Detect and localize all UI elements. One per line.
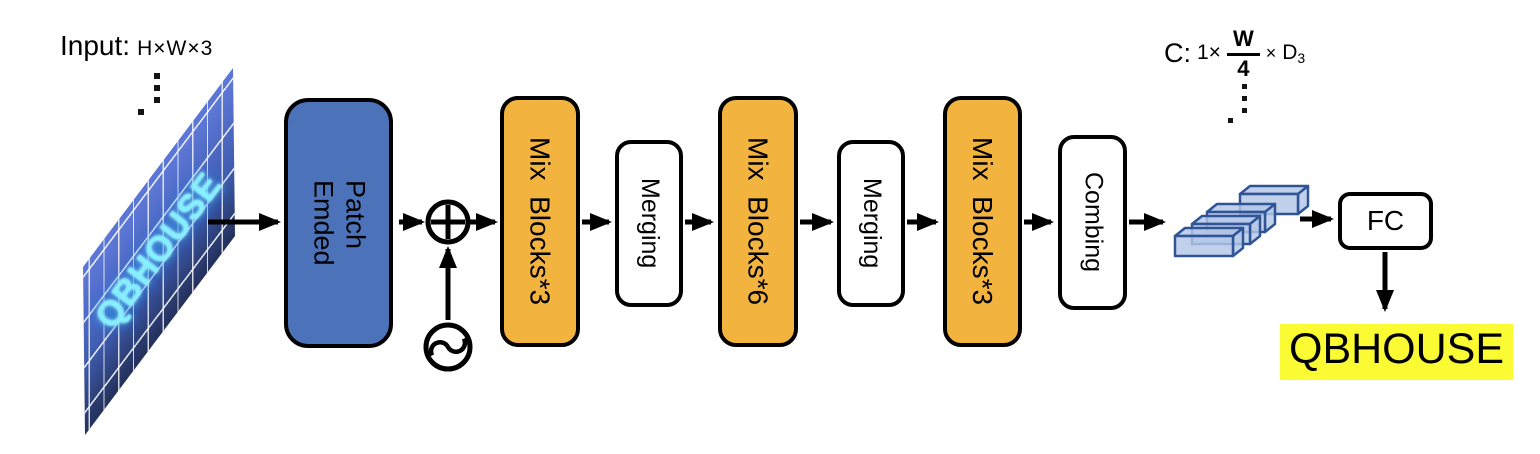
merging-2: Merging — [837, 140, 905, 307]
fraction-denominator: 4 — [1237, 55, 1250, 81]
patch-embed-block: Patch Emded — [284, 98, 393, 348]
cuboid-3 — [1205, 202, 1277, 234]
input-image: QBHOUSE — [83, 68, 235, 435]
output-text: QBHOUSE — [1280, 324, 1514, 380]
mix-blocks-2-label: Mix Blocks*6 — [742, 137, 774, 306]
feature-dims-fraction: W 4 — [1226, 27, 1260, 81]
feature-cuboids-icon — [1173, 184, 1310, 258]
ellipsis-dots-input — [138, 73, 160, 115]
mix-blocks-2: Mix Blocks*6 — [718, 96, 798, 347]
merging-1: Merging — [615, 140, 683, 307]
fc-block: FC — [1338, 192, 1433, 250]
input-label: Input: H×W×3 — [60, 30, 213, 62]
positional-encoding-icon — [423, 322, 473, 372]
feature-dims-label: C: 1× W 4 × D3 — [1164, 22, 1305, 84]
cuboid-4 — [1238, 184, 1310, 216]
merging-1-label: Merging — [635, 178, 664, 269]
feature-dims-factor: 1× — [1197, 41, 1221, 64]
input-dims: H×W×3 — [137, 37, 214, 60]
feature-dims-prefix: C: — [1164, 37, 1191, 68]
feature-dims-depth: D3 — [1282, 40, 1306, 66]
plus-icon — [425, 199, 471, 245]
mix-blocks-3-label: Mix Blocks*3 — [967, 137, 999, 306]
mix-blocks-3: Mix Blocks*3 — [943, 96, 1022, 347]
fraction-numerator: W — [1226, 27, 1260, 56]
input-label-prefix: Input: — [60, 30, 131, 61]
merging-2-label: Merging — [857, 178, 886, 269]
cuboid-2 — [1190, 214, 1262, 246]
mix-blocks-1-label: Mix Blocks*3 — [524, 137, 556, 306]
combing-block: Combing — [1058, 135, 1127, 310]
cuboid-1 — [1173, 226, 1245, 258]
ellipsis-dots-feature — [1228, 84, 1247, 123]
combing-label: Combing — [1079, 172, 1108, 273]
patch-embed-label: Patch Emded — [308, 180, 371, 266]
mix-blocks-1: Mix Blocks*3 — [500, 96, 580, 347]
depth-subscript: 3 — [1297, 49, 1306, 66]
feature-dims-times: × — [1265, 42, 1277, 63]
fc-label: FC — [1366, 205, 1405, 236]
